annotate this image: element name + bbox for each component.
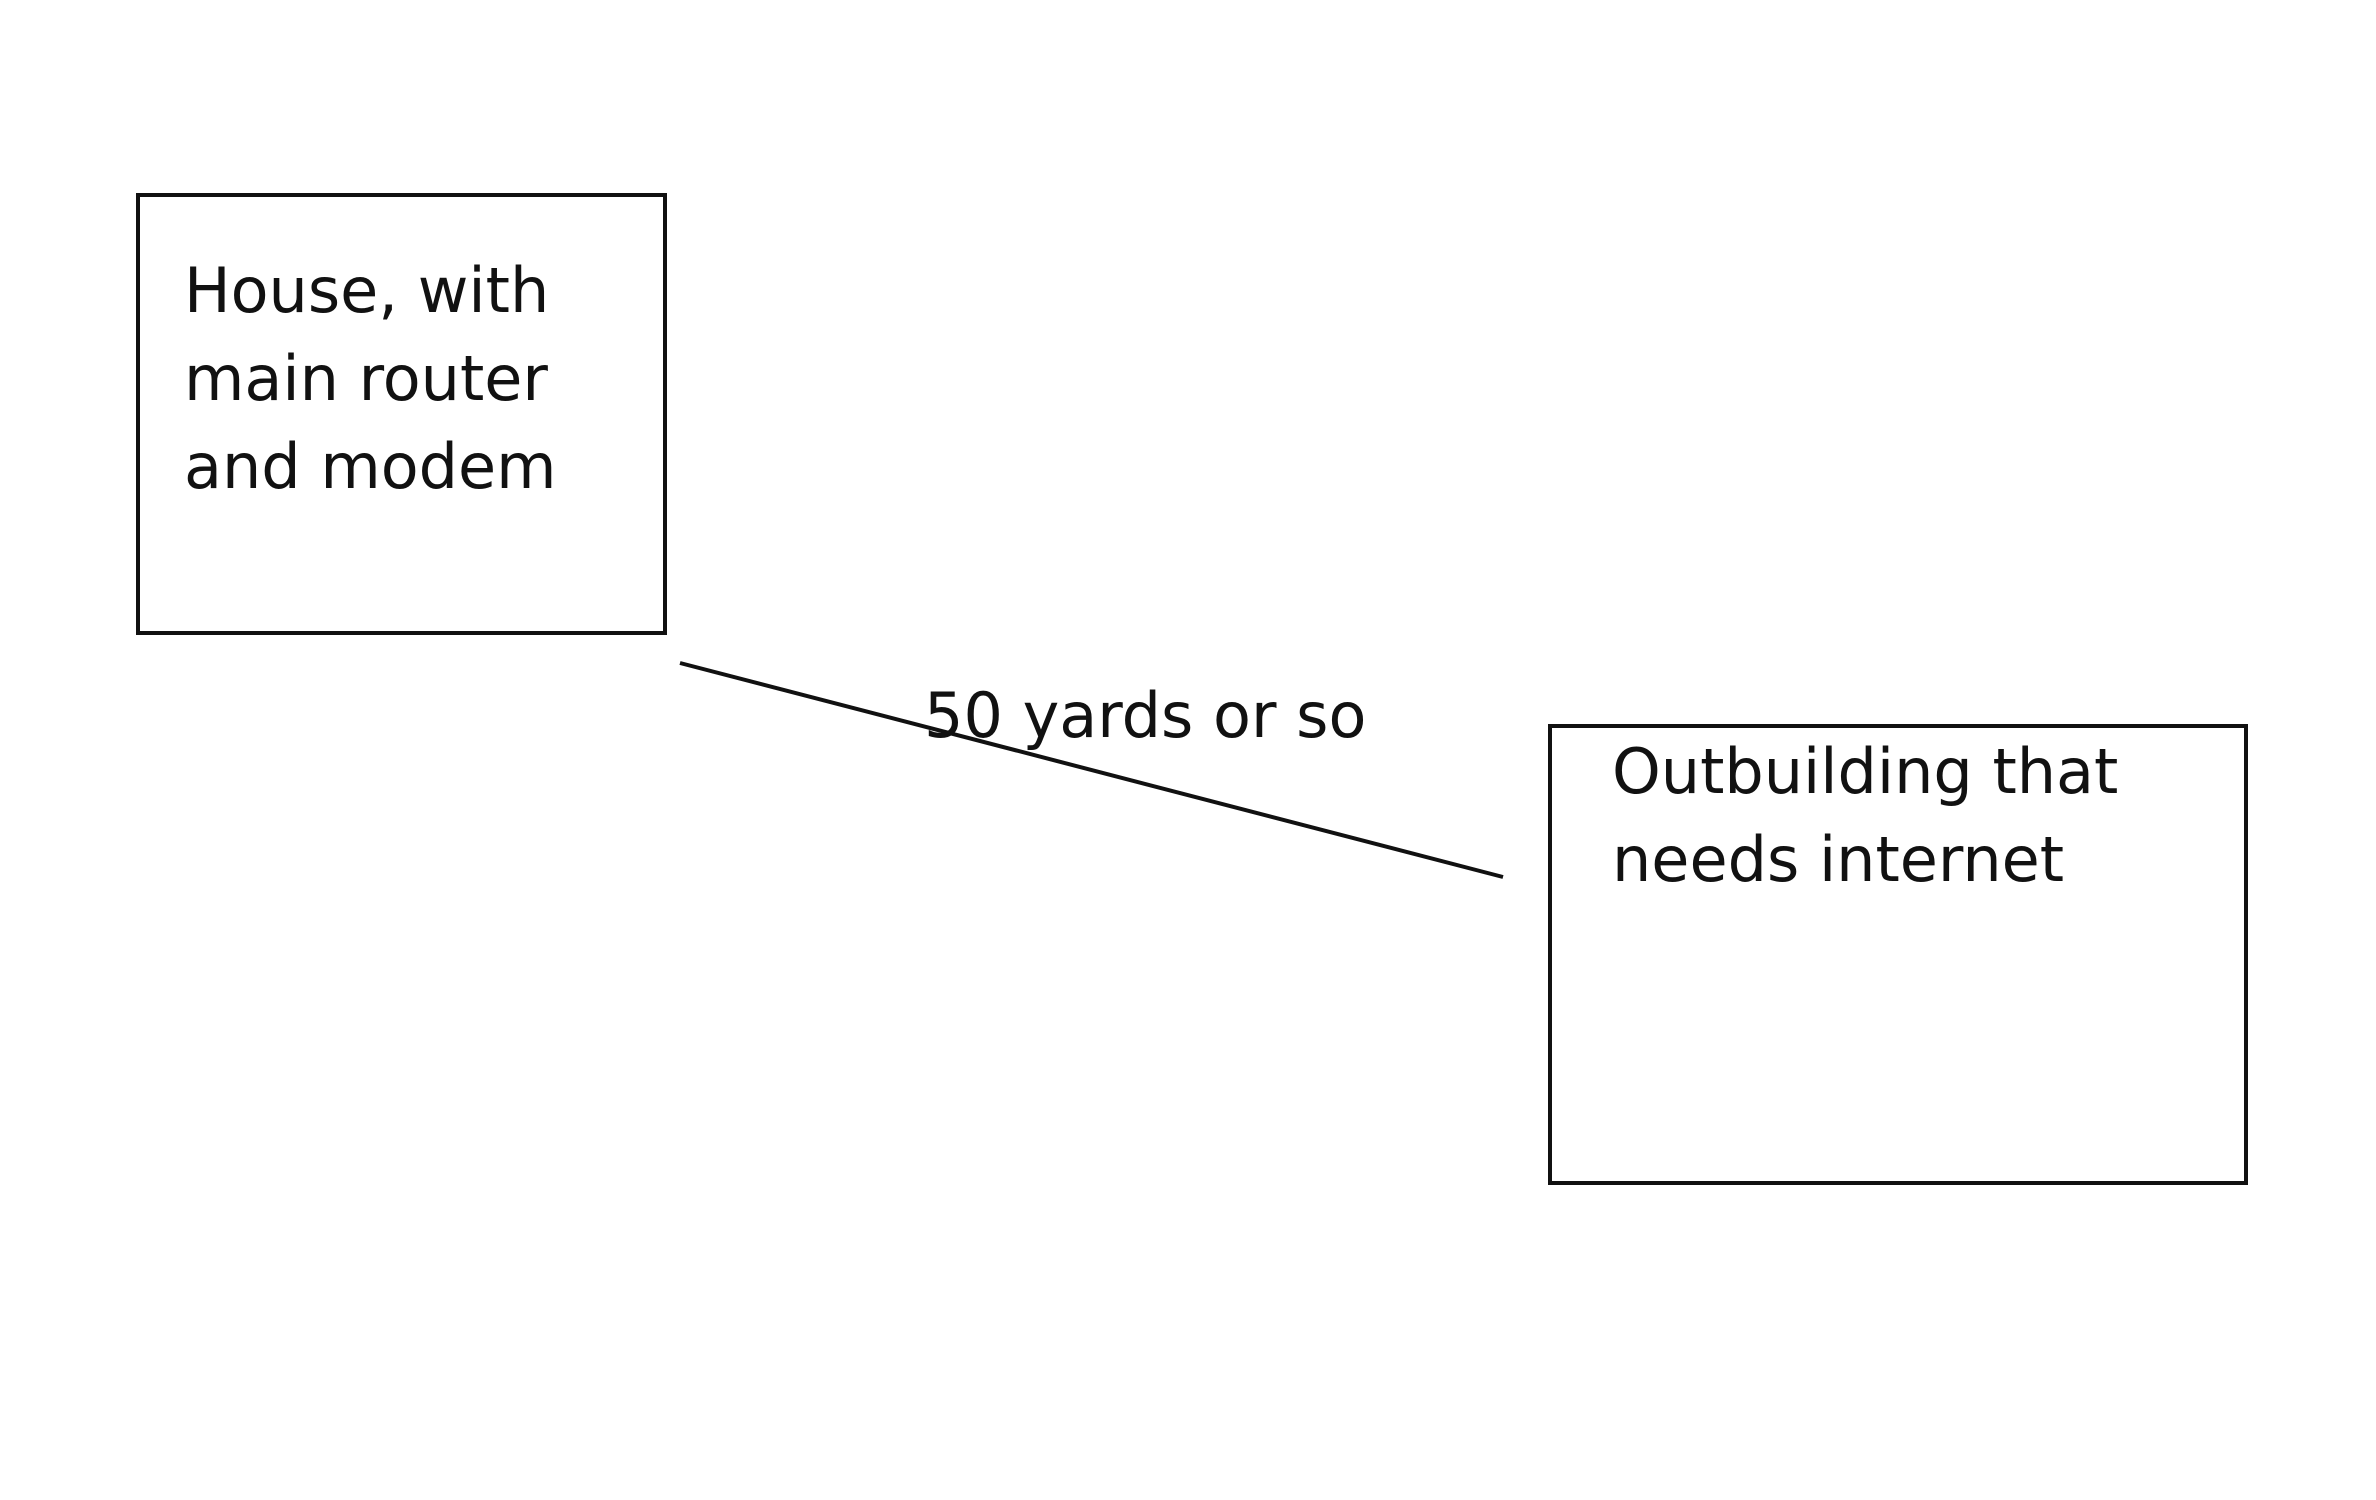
distance-label: 50 yards or so [924,679,1367,752]
house-label: House, with main router and modem [184,254,557,503]
outbuilding-box: Outbuilding that needs internet [1548,724,2248,1185]
house-box: House, with main router and modem [136,193,667,635]
outbuilding-label: Outbuilding that needs internet [1612,735,2119,896]
